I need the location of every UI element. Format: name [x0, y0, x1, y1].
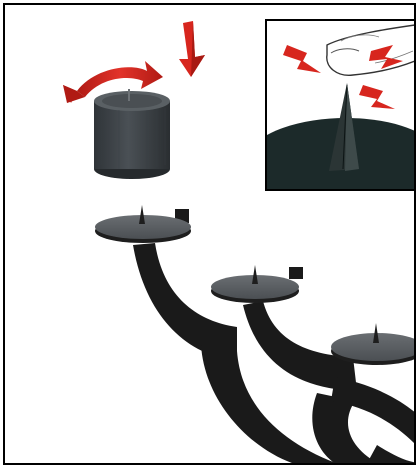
illustration-frame	[3, 3, 416, 465]
spike-icon	[252, 265, 258, 284]
spike-warning-inset	[265, 19, 416, 191]
candle-plate	[331, 323, 416, 365]
candle-icon	[94, 89, 170, 179]
spike-icon	[139, 205, 145, 224]
spike-icon	[373, 323, 379, 343]
down-arrow-icon	[179, 21, 205, 77]
candle-plate	[211, 265, 299, 303]
finger-icon	[327, 25, 415, 75]
